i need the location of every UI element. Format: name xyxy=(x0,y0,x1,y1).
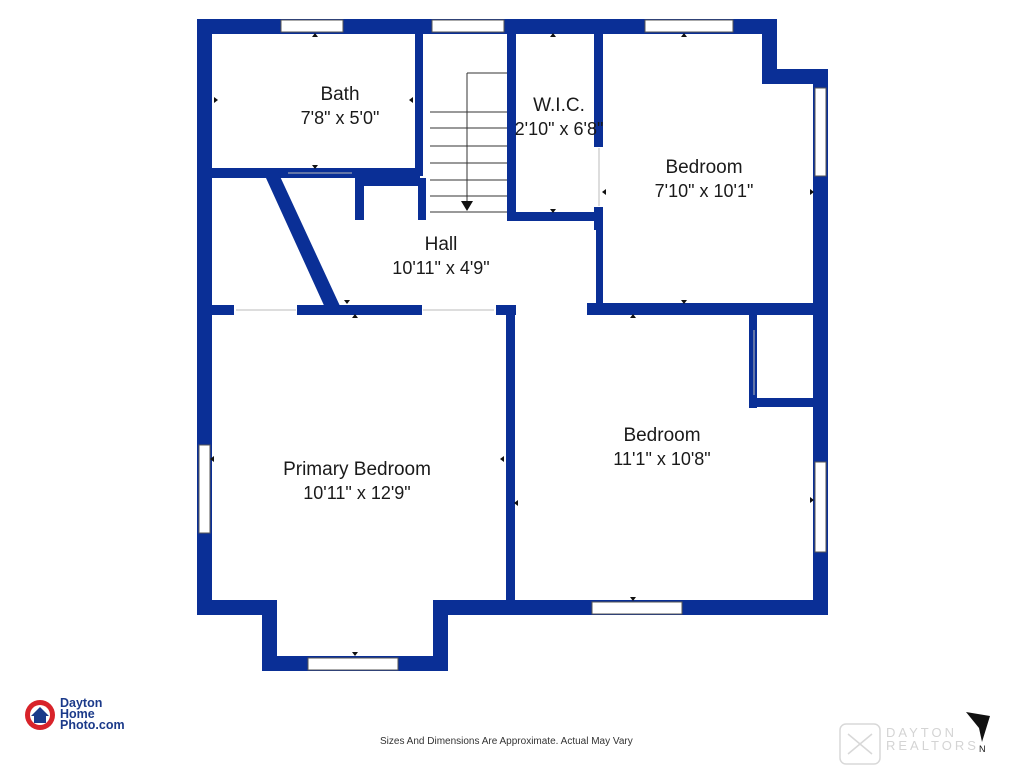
wall-closet-top xyxy=(355,178,425,186)
brand-logo: Dayton Home Photo.com xyxy=(24,696,125,732)
room-name: Bath xyxy=(320,84,360,105)
window-primary-left xyxy=(198,444,211,534)
room-dimensions: 2'10" x 6'8" xyxy=(514,118,604,139)
wall-bedroom-ne-bottom xyxy=(587,303,828,315)
room-name: Primary Bedroom xyxy=(283,459,431,480)
logo-mark-icon xyxy=(25,700,55,730)
logo-text: Dayton Home Photo.com xyxy=(60,696,125,732)
wall-wic-bottom xyxy=(507,212,603,221)
wall-wic-left xyxy=(507,34,516,220)
stair-arrow-icon xyxy=(461,201,473,211)
watermark-line: DAYTON xyxy=(886,725,957,740)
wall-hall-bottom-a xyxy=(212,305,234,315)
disclaimer-text: Sizes And Dimensions Are Approximate. Ac… xyxy=(380,736,633,747)
room-dimensions: 10'11" x 12'9" xyxy=(303,482,411,503)
room-name: Bedroom xyxy=(623,425,701,446)
room-label-bedroom-ne: Bedroom 7'10" x 10'1" xyxy=(655,156,754,202)
wall-bedroom-ne-left xyxy=(596,230,603,306)
windows xyxy=(198,19,827,671)
openings xyxy=(236,148,755,395)
window-stair xyxy=(431,19,505,33)
window-bath xyxy=(280,19,344,33)
room-name: W.I.C. xyxy=(533,95,585,116)
wall-closet-right xyxy=(418,178,426,220)
window-bedroom-ne-top xyxy=(644,19,734,33)
window-bedroom-se-right xyxy=(814,461,827,553)
room-name: Bedroom xyxy=(665,157,743,178)
wall-hall-bottom-b xyxy=(297,305,422,315)
wall-wic-right-lower xyxy=(594,207,603,230)
wall-bottom-left xyxy=(197,600,277,615)
wall-closet-se-bottom xyxy=(749,398,819,407)
watermark-emblem-icon xyxy=(839,723,881,765)
north-arrow-icon xyxy=(966,712,990,742)
wall-closet-se-left xyxy=(749,313,757,408)
logo-line: Photo.com xyxy=(60,718,125,732)
room-dimensions: 7'10" x 10'1" xyxy=(654,180,754,201)
logo-line: Home xyxy=(60,707,95,721)
room-name: Hall xyxy=(424,234,458,255)
dimension-ticks xyxy=(210,33,814,656)
north-label: N xyxy=(979,744,986,754)
room-label-primary: Primary Bedroom 10'11" x 12'9" xyxy=(283,458,431,504)
wall-bath-right xyxy=(415,34,423,176)
stairs xyxy=(430,72,507,213)
watermark-text: DAYTON REALTORS xyxy=(886,726,979,752)
watermark: DAYTON REALTORS xyxy=(840,726,979,752)
wall-diagonal xyxy=(266,172,340,312)
window-bedroom-ne-right xyxy=(814,87,827,177)
wall-top-step xyxy=(762,19,777,83)
window-bedroom-se-bottom xyxy=(591,601,683,615)
wall-bedroom-divider xyxy=(506,310,515,605)
room-label-wic: W.I.C. 2'10" x 6'8" xyxy=(515,94,604,140)
room-label-bath: Bath 7'8" x 5'0" xyxy=(301,83,380,129)
wall-bay-right xyxy=(433,600,448,670)
watermark-line: REALTORS xyxy=(886,738,979,753)
room-label-bedroom-se: Bedroom 11'1" x 10'8" xyxy=(613,424,710,470)
room-label-hall: Hall 10'11" x 4'9" xyxy=(392,233,489,279)
wall-top-right xyxy=(762,69,828,84)
room-dimensions: 11'1" x 10'8" xyxy=(613,448,711,469)
wall-closet-left xyxy=(355,178,364,220)
room-dimensions: 10'11" x 4'9" xyxy=(392,257,490,278)
walls xyxy=(197,19,828,671)
logo-line: Dayton xyxy=(60,696,103,710)
wall-bay-left xyxy=(262,600,277,670)
room-dimensions: 7'8" x 5'0" xyxy=(300,107,380,128)
wall-wic-right xyxy=(594,34,603,147)
window-bay xyxy=(307,657,399,671)
